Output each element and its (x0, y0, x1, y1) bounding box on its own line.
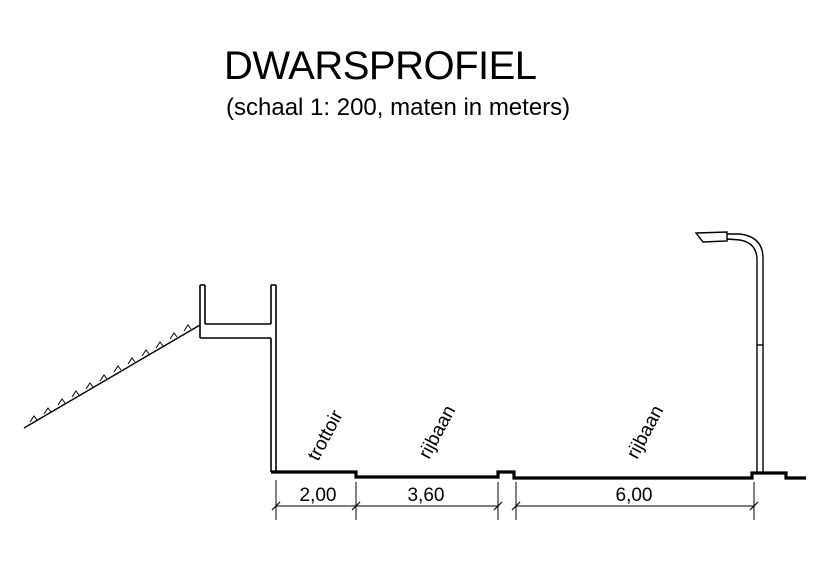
dimension-rijbaan-left: 3,60 (408, 485, 445, 506)
retaining-wall (199, 284, 277, 472)
label-rijbaan-left: rijbaan (415, 402, 460, 462)
label-rijbaan-right: rijbaan (623, 402, 668, 462)
dimension-trottoir: 2,00 (300, 485, 337, 506)
road-surface (271, 470, 806, 480)
dimension-rijbaan-right: 6,00 (616, 485, 653, 506)
embankment-slope (23, 324, 201, 429)
label-trottoir: trottoir (304, 406, 348, 464)
dimension-lines (271, 480, 759, 520)
drawing-subtitle: (schaal 1: 200, maten in meters) (226, 94, 571, 121)
drawing-title: DWARSPROFIEL (224, 44, 537, 88)
street-lamp (694, 231, 764, 473)
